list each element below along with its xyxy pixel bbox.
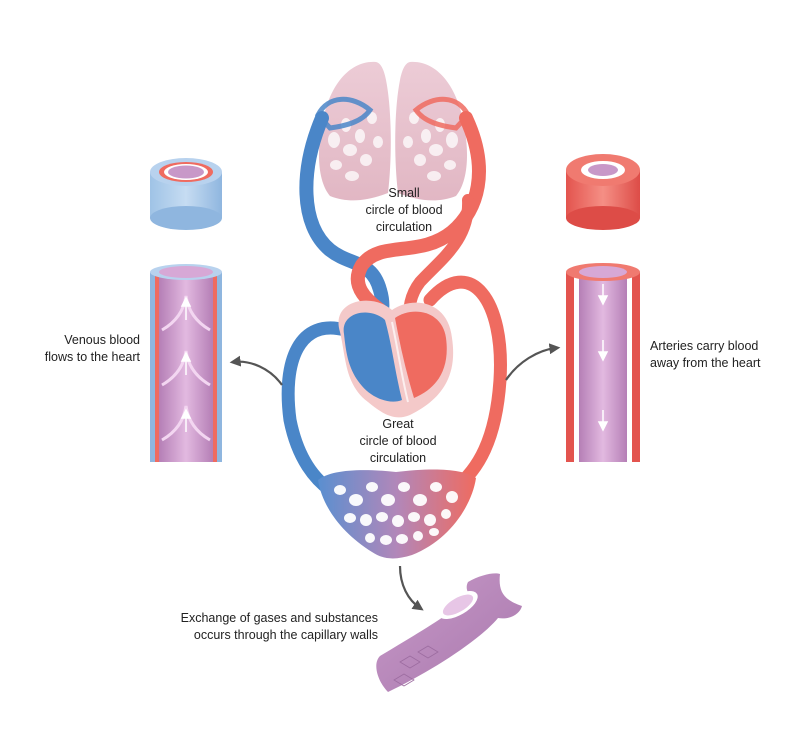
vein-flow-arrows — [180, 296, 192, 432]
heart-septum — [391, 321, 409, 403]
vein-longitudinal-section — [150, 264, 222, 462]
lungs — [314, 61, 472, 201]
capillary-network — [318, 469, 476, 559]
capillary-bed — [318, 469, 476, 559]
vein-cross-section — [150, 158, 222, 230]
pointer-arrows — [229, 343, 561, 611]
artery-flow-arrows — [597, 284, 609, 432]
arrow-to-capillary — [398, 565, 424, 611]
heart-left-side — [395, 311, 447, 398]
exchange-label: Exchange of gases and substances occurs … — [180, 611, 378, 642]
great-circle-label: Great circle of blood circulation — [359, 417, 437, 465]
pulmonary-artery-vessel — [350, 111, 486, 317]
heart-right-side — [343, 312, 402, 402]
aorta — [423, 275, 507, 495]
pulmonary-vein-mesh — [314, 96, 374, 131]
vein-valves — [161, 295, 211, 442]
heart — [338, 300, 454, 418]
venous-label: Venous blood flows to the heart — [44, 333, 140, 364]
pulmonary-artery-mesh — [412, 96, 472, 131]
small-circle-label: Small circle of blood circulation — [365, 186, 443, 234]
arrow-to-artery — [505, 343, 561, 381]
capillary-vessel — [376, 573, 522, 692]
artery-longitudinal-section — [566, 263, 640, 462]
systemic-vessels — [281, 275, 507, 497]
arteries-label: Arteries carry blood away from the heart — [650, 339, 761, 370]
artery-cross-section — [566, 154, 640, 230]
arrow-to-vein — [229, 355, 283, 386]
vena-cava — [281, 321, 352, 497]
